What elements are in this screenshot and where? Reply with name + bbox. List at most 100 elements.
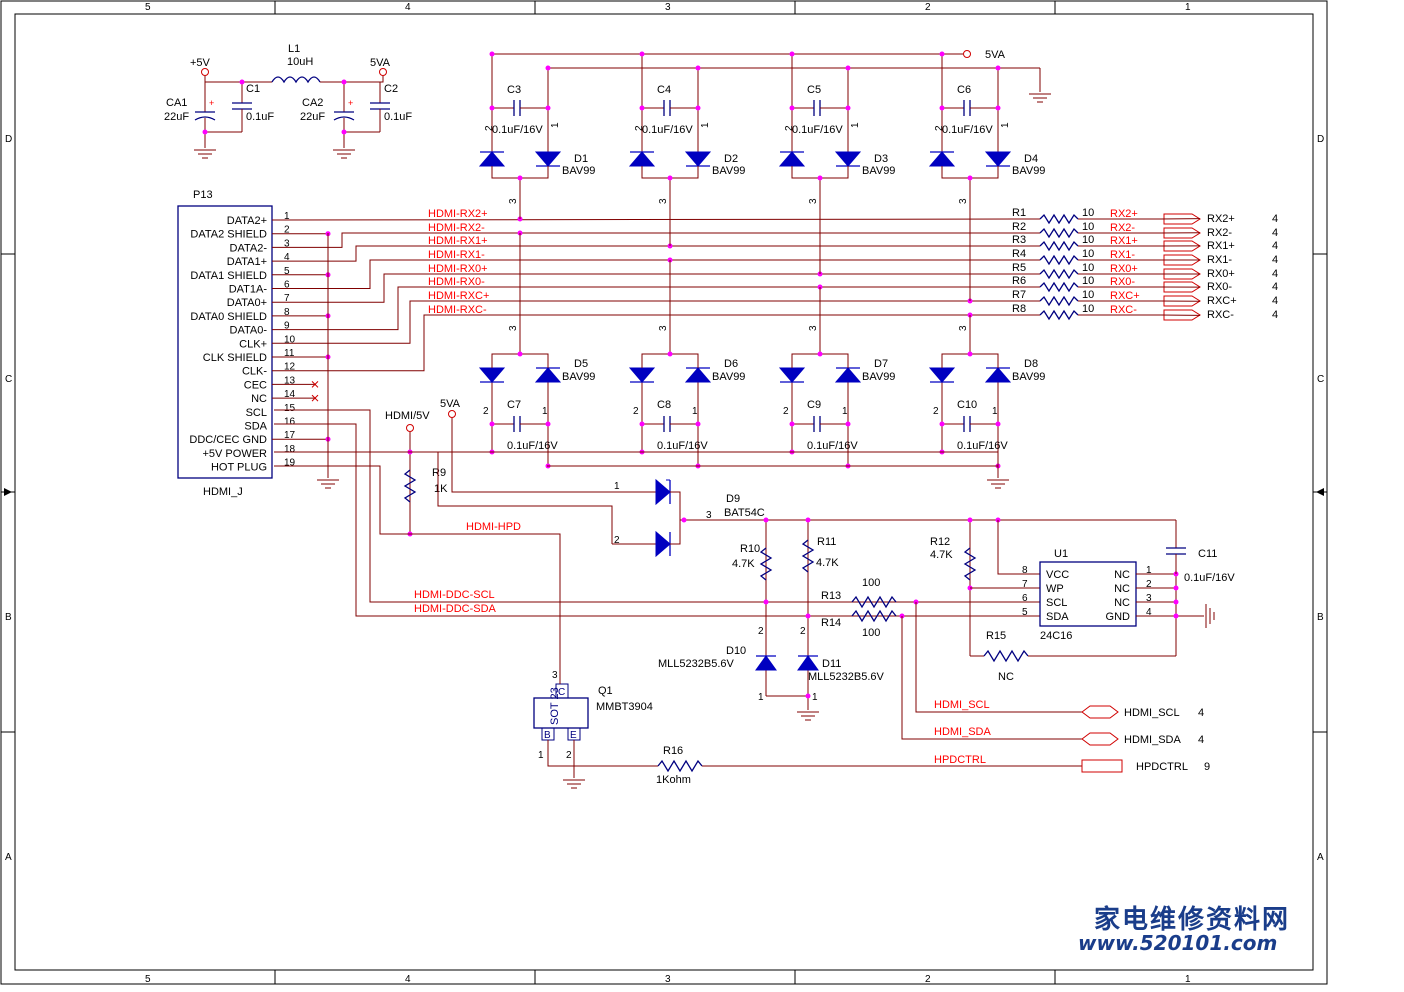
connector-pin-number: 11 xyxy=(284,348,295,359)
r10-ref: R10 xyxy=(740,543,760,555)
svg-text:2: 2 xyxy=(614,535,620,546)
q1-pkg: SOT 23 xyxy=(549,687,561,725)
connector-ref: P13 xyxy=(193,189,213,201)
cap-value: 0.1uF/16V xyxy=(642,124,693,136)
sda-net: HDMI-DDC-SDA xyxy=(414,603,497,615)
cap-ref: C4 xyxy=(657,84,671,96)
out-scl-net: HDMI_SCL xyxy=(934,699,990,711)
svg-text:1: 1 xyxy=(550,122,561,128)
watermark-line2: www.520101.com xyxy=(1078,931,1277,955)
u1-left-pin-name: WP xyxy=(1046,583,1064,595)
r13-val: 100 xyxy=(862,577,880,589)
series-resistor-ref: R4 xyxy=(1012,248,1026,260)
series-resistor-value: 10 xyxy=(1082,262,1094,274)
connector-name: HDMI_J xyxy=(203,486,243,498)
cap-ref: C3 xyxy=(507,84,521,96)
svg-text:+: + xyxy=(209,98,214,108)
output-port-label: RX0+ xyxy=(1207,268,1235,280)
col-label-bottom: 3 xyxy=(665,974,671,985)
data-net-label: HDMI-RX1+ xyxy=(428,235,488,247)
out-sda-sheet: 4 xyxy=(1198,734,1204,746)
u1-right-pin-number: 4 xyxy=(1146,607,1152,618)
col-label-top: 2 xyxy=(925,2,931,13)
drawing-border xyxy=(0,0,1328,985)
connector-pin-number: 10 xyxy=(284,334,296,345)
connector-pin-name: SCL xyxy=(246,407,267,419)
svg-text:2: 2 xyxy=(634,125,645,131)
cap-ref: C9 xyxy=(807,399,821,411)
connector-pin-name: DAT1A- xyxy=(229,284,268,296)
r9-ref: R9 xyxy=(432,467,446,479)
connector-pin-name: CLK- xyxy=(242,366,267,378)
r11-val: 4.7K xyxy=(816,557,839,569)
output-port-label: RX0- xyxy=(1207,281,1232,293)
connector-pin-number: 13 xyxy=(284,375,296,386)
diode-value: BAV99 xyxy=(562,371,595,383)
c2-val: 0.1uF xyxy=(384,111,412,123)
diode-ref: D5 xyxy=(574,358,588,370)
connector-pin-number: 9 xyxy=(284,321,290,332)
ground-symbols xyxy=(194,93,1051,789)
out-hpd-sheet: 9 xyxy=(1204,761,1210,773)
output-net-label: RX0- xyxy=(1110,276,1135,288)
col-label-bottom: 1 xyxy=(1185,974,1191,985)
series-resistor-value: 10 xyxy=(1082,303,1094,315)
series-resistor-ref: R3 xyxy=(1012,234,1026,246)
col-label-top: 4 xyxy=(405,2,411,13)
r13-ref: R13 xyxy=(821,590,841,602)
c2-ref: C2 xyxy=(384,83,398,95)
output-net-label: RX0+ xyxy=(1110,263,1138,275)
u1-right-pin-name: NC xyxy=(1114,569,1130,581)
connector-pin-number: 15 xyxy=(284,403,296,414)
r14-val: 100 xyxy=(862,627,880,639)
watermark: 家电维修资料网 www.520101.com xyxy=(1078,904,1288,955)
row-label-right: B xyxy=(1317,612,1324,623)
d11-ref: D11 xyxy=(822,658,841,670)
svg-text:2: 2 xyxy=(933,406,939,417)
output-sheet-number: 4 xyxy=(1272,309,1278,321)
output-sheet-number: 4 xyxy=(1272,227,1278,239)
d9-val: BAT54C xyxy=(724,507,765,519)
series-resistor-value: 10 xyxy=(1082,207,1094,219)
c1-ref: C1 xyxy=(246,83,260,95)
col-label-bottom: 5 xyxy=(145,974,151,985)
svg-text:1: 1 xyxy=(992,406,998,417)
connector-pin-number: 16 xyxy=(284,417,296,428)
diode-value: BAV99 xyxy=(712,165,745,177)
data-net-label: HDMI-RXC- xyxy=(428,304,487,316)
r10-val: 4.7K xyxy=(732,558,755,570)
svg-text:E: E xyxy=(570,730,577,741)
diode-value: BAV99 xyxy=(712,371,745,383)
series-resistor-ref: R5 xyxy=(1012,262,1026,274)
diode-value: BAV99 xyxy=(862,371,895,383)
cap-value: 0.1uF/16V xyxy=(657,440,708,452)
row-label-right: D xyxy=(1317,134,1324,145)
output-port-label: RX1- xyxy=(1207,254,1232,266)
diode-ref: D4 xyxy=(1024,153,1038,165)
series-resistor-ref: R6 xyxy=(1012,275,1026,287)
top-5va-rail: 5VA xyxy=(492,49,1041,92)
u1-right-pin-name: NC xyxy=(1114,597,1130,609)
connector-pin-number: 7 xyxy=(284,293,290,304)
cap-value: 0.1uF/16V xyxy=(792,124,843,136)
hdmi5v-label: HDMI/5V xyxy=(385,410,430,422)
col-label-bottom: 4 xyxy=(405,974,411,985)
ca2-val: 22uF xyxy=(300,111,325,123)
series-resistor-value: 10 xyxy=(1082,248,1094,260)
connector-pin-number: 1 xyxy=(284,211,290,222)
svg-text:2: 2 xyxy=(566,750,572,761)
connector-pin-name: HOT PLUG xyxy=(211,462,267,474)
u1-right-pin-name: GND xyxy=(1106,611,1131,623)
svg-text:3: 3 xyxy=(808,198,819,204)
cap-ref: C8 xyxy=(657,399,671,411)
u1-left-pin-number: 6 xyxy=(1022,593,1028,604)
u1-left-pin-number: 7 xyxy=(1022,579,1028,590)
